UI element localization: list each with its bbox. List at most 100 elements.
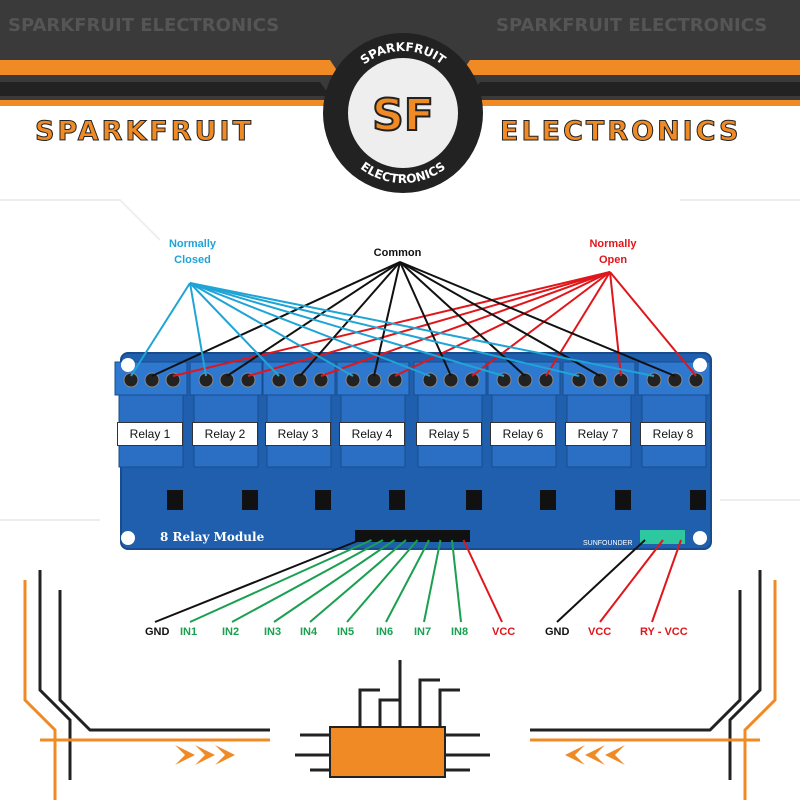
pin-wire [154, 539, 361, 623]
relay-label-3: Relay 3 [265, 422, 331, 446]
terminal-screw [464, 372, 480, 388]
terminal-screw [592, 372, 608, 388]
relay-label-1: Relay 1 [117, 422, 183, 446]
logo-mark: SF [372, 90, 434, 141]
optocoupler [389, 490, 405, 510]
jumper-label-0: GND [545, 626, 570, 638]
no-wire [247, 271, 611, 377]
logo: SPARKFRUIT ELECTRONICS SF [323, 33, 483, 193]
common-wire [399, 261, 601, 377]
nc-wire [189, 282, 655, 377]
pin-label-in7: IN7 [414, 626, 432, 638]
optocoupler [466, 490, 482, 510]
terminal-screw [688, 372, 704, 388]
terminal-screw [517, 372, 533, 388]
nc-wire [189, 282, 207, 377]
no-wire [609, 271, 622, 377]
pin-wire [385, 539, 430, 623]
optocoupler [315, 490, 331, 510]
jumper-wire [651, 539, 682, 623]
terminal-screw [313, 372, 329, 388]
pin-label-in6: IN6 [376, 626, 394, 638]
pattern-text-right: SPARKFRUIT ELECTRONICS [496, 15, 768, 36]
terminal-screw [422, 372, 438, 388]
normally-open-label: Normally Open [589, 238, 637, 266]
terminal-screw [240, 372, 256, 388]
terminal-screw [165, 372, 181, 388]
pin-wire [189, 539, 372, 623]
brand-right: ELECTRONICS [499, 116, 742, 148]
nc-wire [189, 282, 580, 377]
relay-label-5: Relay 5 [416, 422, 482, 446]
relay-label-4: Relay 4 [339, 422, 405, 446]
optocoupler [540, 490, 556, 510]
pin-wire [462, 539, 503, 623]
optocoupler [167, 490, 183, 510]
pin-header [355, 530, 470, 542]
pattern-text-left: SPARKFRUIT ELECTRONICS [8, 15, 280, 36]
common-wire [399, 261, 676, 377]
pin-wire [273, 539, 396, 623]
no-wire [545, 271, 611, 377]
pin-wire [346, 539, 419, 623]
terminal-screw [538, 372, 554, 388]
jumper-label-1: VCC [588, 626, 612, 638]
normally-closed-label: Normally Closed [168, 238, 217, 266]
brand-left: SPARKFRUIT [35, 116, 254, 148]
no-wire [471, 271, 611, 377]
relay-label-2: Relay 2 [192, 422, 258, 446]
terminal-screw [571, 372, 587, 388]
maker-label: SUNFOUNDER [583, 540, 633, 547]
pin-label-in3: IN3 [264, 626, 282, 638]
nc-wire [189, 282, 431, 377]
optocoupler [615, 490, 631, 510]
mounting-hole [693, 358, 707, 372]
pin-label-in8: IN8 [451, 626, 469, 638]
pin-label-in4: IN4 [300, 626, 318, 638]
terminal-screw [667, 372, 683, 388]
jumper-wire [599, 539, 664, 623]
jumper-header [640, 530, 685, 544]
terminal-screw [496, 372, 512, 388]
common-wire [151, 261, 401, 377]
jumper-label-2: RY - VCC [640, 626, 688, 638]
no-wire [320, 271, 611, 377]
optocoupler [242, 490, 258, 510]
terminal-screw [219, 372, 235, 388]
pin-label-in5: IN5 [337, 626, 355, 638]
common-wire [399, 261, 526, 377]
nc-wire [189, 282, 354, 377]
terminal-screw [123, 372, 139, 388]
mounting-hole [121, 358, 135, 372]
common-label: Common [373, 247, 422, 259]
pin-label-in2: IN2 [222, 626, 240, 638]
mounting-hole [121, 531, 135, 545]
pin-label-in1: IN1 [180, 626, 198, 638]
relay-label-6: Relay 6 [490, 422, 556, 446]
nc-wire [189, 282, 505, 377]
terminal-screw [345, 372, 361, 388]
module-title: 8 Relay Module [160, 530, 265, 544]
optocoupler [690, 490, 706, 510]
relay-label-8: Relay 8 [640, 422, 706, 446]
chip-graphic [329, 726, 446, 778]
nc-wire [130, 282, 191, 377]
relay-label-7: Relay 7 [565, 422, 631, 446]
no-wire [609, 271, 697, 377]
terminal-screw [646, 372, 662, 388]
terminal-screw [292, 372, 308, 388]
jumper-wire [556, 539, 646, 623]
terminal-screw [271, 372, 287, 388]
pin-wire [231, 539, 384, 623]
pin-wire [423, 539, 442, 623]
pin-label-gnd: GND [145, 626, 170, 638]
terminal-screw [443, 372, 459, 388]
pin-wire [451, 539, 462, 623]
mounting-hole [693, 531, 707, 545]
pin-label-vcc: VCC [492, 626, 516, 638]
nc-wire [189, 282, 280, 377]
common-wire [299, 261, 401, 377]
no-wire [394, 271, 611, 377]
terminal-screw [387, 372, 403, 388]
